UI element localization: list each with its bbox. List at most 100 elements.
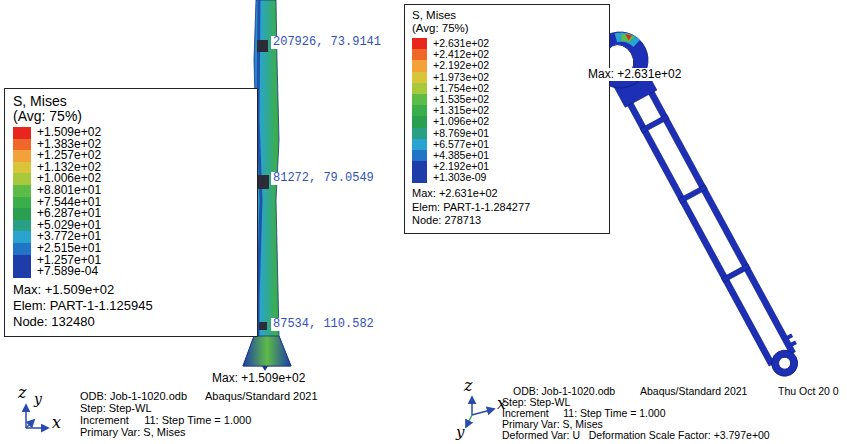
contour-value: +1.257e+01 <box>37 255 101 267</box>
color-swatch <box>412 72 427 83</box>
legend-footer: Node: 132480 <box>13 314 95 330</box>
legend-row: +1.754e+02 <box>412 83 489 94</box>
info-text: Deformed Var: U Deformation Scale Factor… <box>502 430 770 442</box>
info-text: Step: Step-WL <box>502 397 570 409</box>
color-swatch <box>13 243 31 255</box>
stress-hotspot <box>618 29 636 45</box>
legend-row: +2.631e+02 <box>412 38 489 49</box>
arm-rail <box>617 84 774 366</box>
color-swatch <box>412 150 427 161</box>
probe-value: 81272, 79.0549 <box>271 172 376 185</box>
contour-value: +4.385e+01 <box>433 150 489 161</box>
color-swatch <box>412 60 427 71</box>
color-swatch <box>412 116 427 127</box>
color-swatch <box>13 197 31 209</box>
color-swatch <box>13 127 31 139</box>
axis-arrow <box>466 415 472 427</box>
contour-value: +8.801e+01 <box>37 185 101 197</box>
axis-label: y <box>456 424 464 441</box>
axis-label: x <box>52 414 61 432</box>
legend-row: +2.192e+01 <box>412 161 489 172</box>
legend-footer: Max: +1.509e+02 <box>13 282 114 298</box>
legend-row: +5.029e+01 <box>13 220 101 232</box>
contour-value: +1.132e+02 <box>37 162 101 174</box>
probe-marker <box>259 322 267 330</box>
info-text: ODB: Job-1-1020.odb <box>513 386 615 398</box>
color-swatch <box>412 49 427 60</box>
legend-row: +2.192e+02 <box>412 60 489 71</box>
contour-value: +3.772e+01 <box>37 231 101 243</box>
color-swatch <box>13 266 31 278</box>
probe-value: 207926, 73.9141 <box>271 36 383 49</box>
legend-heading: S, Mises <box>412 9 456 22</box>
contour-value: +1.315e+02 <box>433 105 489 116</box>
info-text: Primary Var: S, Mises <box>502 419 603 431</box>
legend-box: S, Mises(Avg: 75%)+1.509e+02+1.383e+02+1… <box>4 88 258 337</box>
legend-footer: Max: +2.631e+02 <box>412 187 498 201</box>
contour-value: +6.577e+01 <box>433 139 489 150</box>
contour-value: +1.303e-09 <box>433 172 486 183</box>
axis-arrow <box>26 420 34 428</box>
axis-arrow <box>25 405 27 428</box>
info-text: Thu Oct 20 0 <box>778 386 839 398</box>
contour-value: +1.096e+02 <box>433 116 489 127</box>
color-swatch <box>412 161 427 172</box>
legend-row: +8.801e+01 <box>13 185 101 197</box>
info-text: Increment 11: Step Time = 1.000 <box>80 414 251 426</box>
color-swatch <box>13 231 31 243</box>
contour-value: +2.412e+02 <box>433 49 489 60</box>
arm-crossbar <box>721 264 750 283</box>
axis-arrow <box>26 427 48 429</box>
legend-heading: (Avg: 75%) <box>412 22 469 35</box>
contour-value: +2.631e+02 <box>433 38 489 49</box>
column-base <box>243 336 291 366</box>
legend-row: +4.385e+01 <box>412 150 489 161</box>
color-swatch <box>412 172 427 183</box>
legend-row: +1.132e+02 <box>13 162 101 174</box>
info-text: Abaqus/Standard 2021 <box>640 386 747 398</box>
contour-value: +2.515e+01 <box>37 243 101 255</box>
legend-box: S, Mises(Avg: 75%)+2.631e+02+2.412e+02+2… <box>404 4 610 234</box>
probe-marker <box>257 40 268 52</box>
legend-row: +2.515e+01 <box>13 243 101 255</box>
info-text: Step: Step-WL <box>80 402 152 414</box>
info-text: ODB: Job-1-1020.odb <box>80 390 187 402</box>
legend-row: +1.509e+02 <box>13 127 101 139</box>
contour-value: +8.769e+01 <box>433 128 489 139</box>
lug-hole <box>776 355 792 371</box>
legend-row: +1.096e+02 <box>412 116 489 127</box>
legend-footer: Elem: PART-1-1.125945 <box>13 298 153 314</box>
contour-value: +6.287e+01 <box>37 208 101 220</box>
arm-rail <box>638 72 795 354</box>
color-swatch <box>412 83 427 94</box>
contour-value: +1.973e+02 <box>433 72 489 83</box>
legend-row: +7.544e+01 <box>13 197 101 209</box>
legend-heading: S, Mises <box>13 94 67 109</box>
color-swatch <box>13 208 31 220</box>
color-swatch <box>412 38 427 49</box>
base-tip <box>262 366 268 371</box>
color-swatch <box>412 139 427 150</box>
color-swatch <box>13 185 31 197</box>
legend-row: +6.287e+01 <box>13 208 101 220</box>
arm-crossbar <box>678 185 707 204</box>
legend-row: +3.772e+01 <box>13 231 101 243</box>
legend-footer: Node: 278713 <box>412 214 481 228</box>
color-swatch <box>412 94 427 105</box>
contour-value: +7.544e+01 <box>37 197 101 209</box>
stress-hotspot <box>625 32 633 41</box>
color-swatch <box>13 173 31 185</box>
info-text: Primary Var: S, Mises <box>80 426 186 438</box>
contour-value: +1.006e+02 <box>37 173 101 185</box>
legend-row: +2.412e+02 <box>412 49 489 60</box>
contour-value: +1.383e+02 <box>37 139 101 151</box>
legend-row: +1.973e+02 <box>412 72 489 83</box>
contour-value: +2.192e+02 <box>433 60 489 71</box>
color-swatch <box>13 255 31 267</box>
contour-value: +1.509e+02 <box>37 127 101 139</box>
contour-value: +1.257e+02 <box>37 150 101 162</box>
legend-row: +6.577e+01 <box>412 139 489 150</box>
color-swatch <box>412 128 427 139</box>
contour-value: +7.589e-04 <box>37 266 98 278</box>
axis-label: z <box>18 384 26 402</box>
